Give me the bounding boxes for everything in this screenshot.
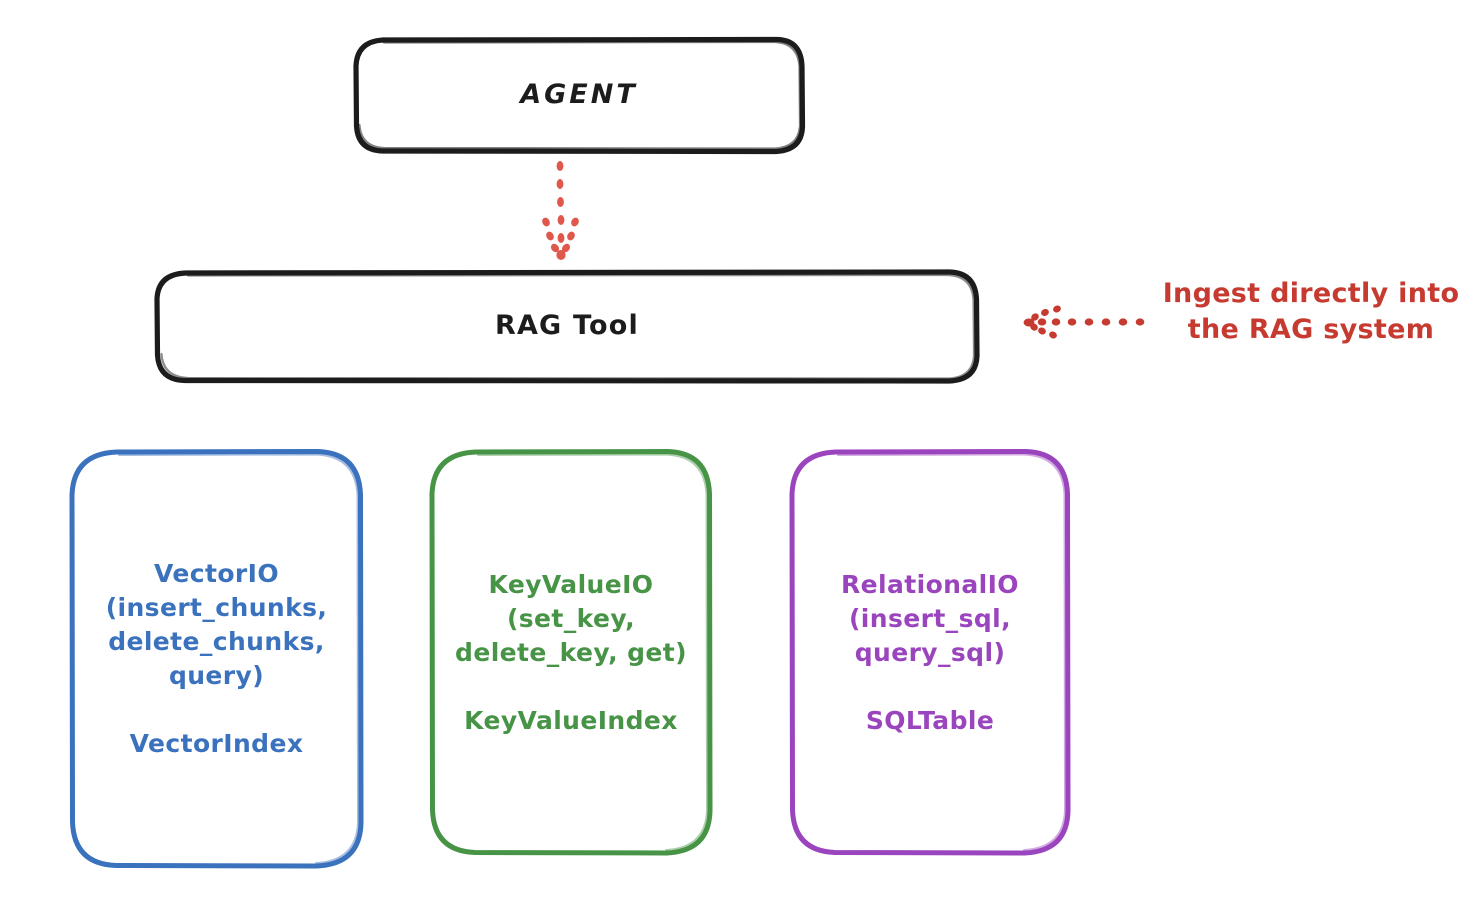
key-value-io-label: KeyValueIO (set_key, delete_key, get) Ke… — [455, 569, 687, 735]
agent-label: AGENT — [520, 79, 638, 111]
node-relational-io[interactable]: RelationalIO (insert_sql, query_sql) SQL… — [789, 449, 1071, 856]
node-vector-io[interactable]: VectorIO (insert_chunks, delete_chunks, … — [69, 449, 364, 869]
agent-to-rag-tool-arrow — [542, 161, 579, 260]
node-key-value-io[interactable]: KeyValueIO (set_key, delete_key, get) Ke… — [429, 449, 713, 856]
node-rag-tool[interactable]: RAG Tool — [154, 269, 980, 384]
node-agent[interactable]: AGENT — [353, 36, 806, 155]
ingest-annotation-arrow — [1023, 305, 1145, 339]
vector-io-label: VectorIO (insert_chunks, delete_chunks, … — [105, 559, 328, 758]
ingest-annotation-text: Ingest directly into the RAG system — [1162, 278, 1460, 345]
rag-tool-label: RAG Tool — [494, 310, 640, 342]
relational-io-label: RelationalIO (insert_sql, query_sql) SQL… — [841, 569, 1019, 735]
